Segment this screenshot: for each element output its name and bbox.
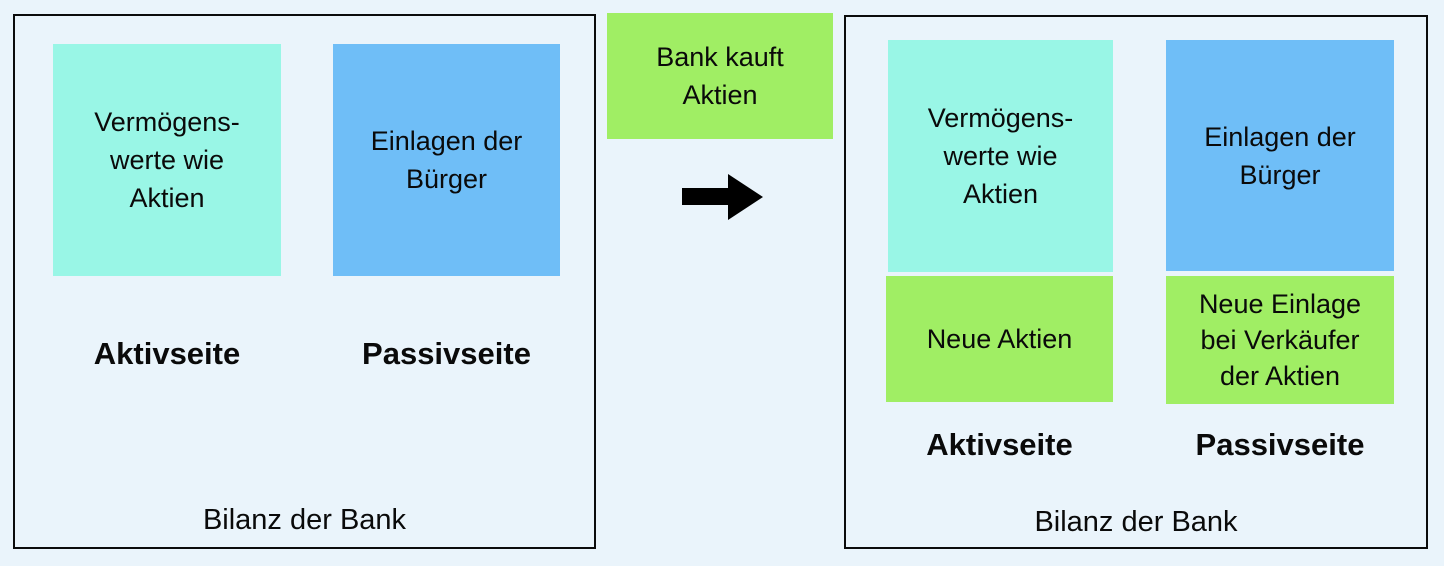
assets-box: Vermögens- werte wie Aktien	[53, 44, 281, 276]
assets-side-label: Aktivseite	[93, 336, 241, 371]
balance-sheet-before-panel: Vermögens- werte wie Aktien Einlagen der…	[13, 14, 596, 549]
new-assets-box: Neue Aktien	[886, 276, 1113, 402]
balance-sheet-after-panel: Vermögens- werte wie Aktien Neue Aktien …	[844, 15, 1428, 549]
arrow-right-icon	[682, 174, 763, 220]
liabilities-side-label: Passivseite	[1195, 427, 1365, 462]
liabilities-box: Einlagen der Bürger	[333, 44, 560, 276]
assets-box: Vermögens- werte wie Aktien	[888, 40, 1113, 272]
liabilities-box: Einlagen der Bürger	[1166, 40, 1394, 271]
panel-caption: Bilanz der Bank	[1034, 506, 1238, 538]
panel-caption: Bilanz der Bank	[202, 504, 407, 536]
event-box: Bank kauft Aktien	[607, 13, 833, 139]
new-liabilities-box: Neue Einlage bei Verkäufer der Aktien	[1166, 276, 1394, 404]
assets-side-label: Aktivseite	[926, 427, 1073, 462]
liabilities-side-label: Passivseite	[362, 336, 531, 371]
